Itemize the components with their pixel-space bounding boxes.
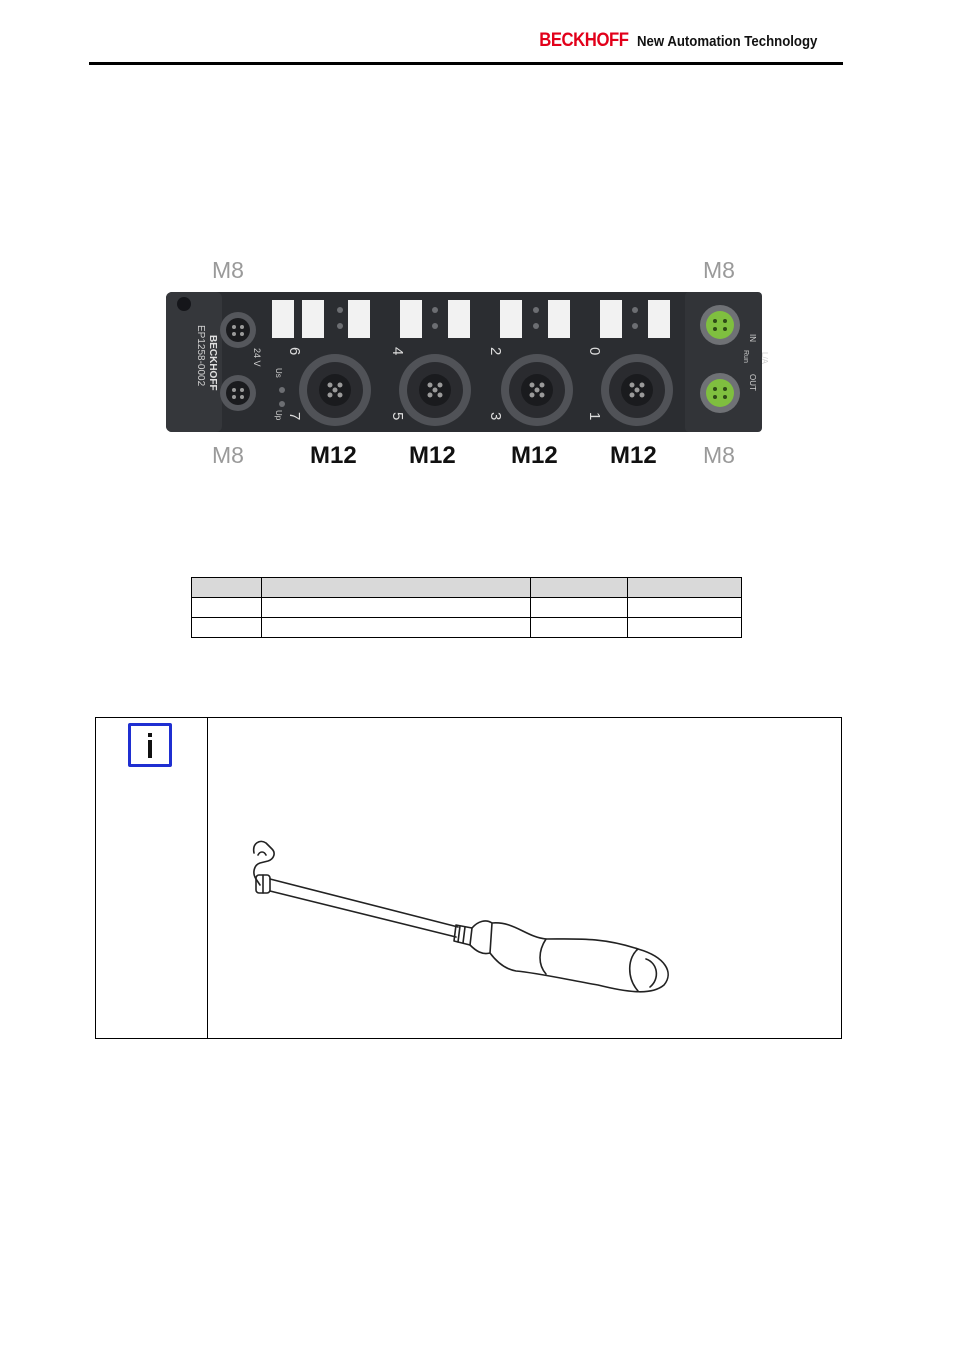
up-led [279, 401, 285, 407]
m8-label-top-left: M8 [212, 257, 244, 283]
screwdriver-icon [252, 840, 669, 993]
right-label-la: L/A [760, 352, 769, 365]
port-number-4: 4 [389, 347, 406, 355]
table-row [191, 617, 742, 638]
table-header-row [191, 577, 742, 598]
side-model-text: EP1258-0002 [195, 325, 206, 387]
device-photo: M8 M8 EP1258-0002 BECKHOFF 24 V Us Up [166, 257, 769, 469]
port-number-0: 0 [586, 347, 603, 355]
m8-connector-bottom-left [220, 375, 256, 411]
port-number-5: 5 [389, 412, 406, 420]
m8-label-top-right: M8 [703, 257, 735, 283]
us-led [279, 387, 285, 393]
table-cell [191, 617, 262, 638]
up-led-label: Up [274, 410, 283, 421]
port-number-7: 7 [286, 412, 303, 420]
port-number-3: 3 [487, 412, 504, 420]
spec-table [191, 577, 742, 638]
device-side-panel [166, 292, 222, 432]
m12-label-4: M12 [610, 442, 657, 469]
port-group-6-7 [272, 300, 371, 426]
us-led-label: Us [274, 368, 283, 378]
side-brand-text: BECKHOFF [207, 335, 218, 391]
m8-label-bottom-right: M8 [703, 442, 735, 468]
note-divider [207, 718, 208, 1038]
port-number-2: 2 [487, 347, 504, 355]
port-group-0-1 [600, 300, 673, 426]
right-label-out: OUT [748, 374, 757, 391]
table-header-cell [627, 577, 742, 598]
m8-label-bottom-left: M8 [212, 442, 244, 468]
table-row [191, 597, 742, 618]
right-label-run: Run [742, 350, 749, 363]
port-group-2-3 [500, 300, 573, 426]
m8-connector-in [700, 305, 740, 345]
table-header-cell [261, 577, 531, 598]
table-cell [530, 597, 628, 618]
table-cell [627, 597, 742, 618]
table-cell [261, 597, 531, 618]
right-label-in: IN [748, 334, 757, 342]
table-cell [530, 617, 628, 638]
table-cell [627, 617, 742, 638]
table-cell [191, 597, 262, 618]
m8-connector-out [700, 373, 740, 413]
brand-tagline: New Automation Technology [637, 33, 818, 50]
brand-logo: BECKHOFF [539, 30, 630, 51]
info-icon [128, 723, 172, 767]
supply-label: 24 V [252, 348, 262, 367]
mounting-hole [177, 297, 191, 311]
m8-connector-top-left [220, 312, 256, 348]
port-number-6: 6 [286, 347, 303, 355]
header-brand: BECKHOFF New Automation Technology [527, 30, 842, 56]
m12-label-1: M12 [310, 442, 357, 469]
note-box [95, 717, 842, 1039]
table-cell [261, 617, 531, 638]
m12-label-2: M12 [409, 442, 456, 469]
m12-label-3: M12 [511, 442, 558, 469]
port-group-4-5 [399, 300, 471, 426]
port-number-1: 1 [586, 412, 603, 420]
header-rule [89, 62, 843, 65]
table-header-cell [530, 577, 628, 598]
table-header-cell [191, 577, 262, 598]
